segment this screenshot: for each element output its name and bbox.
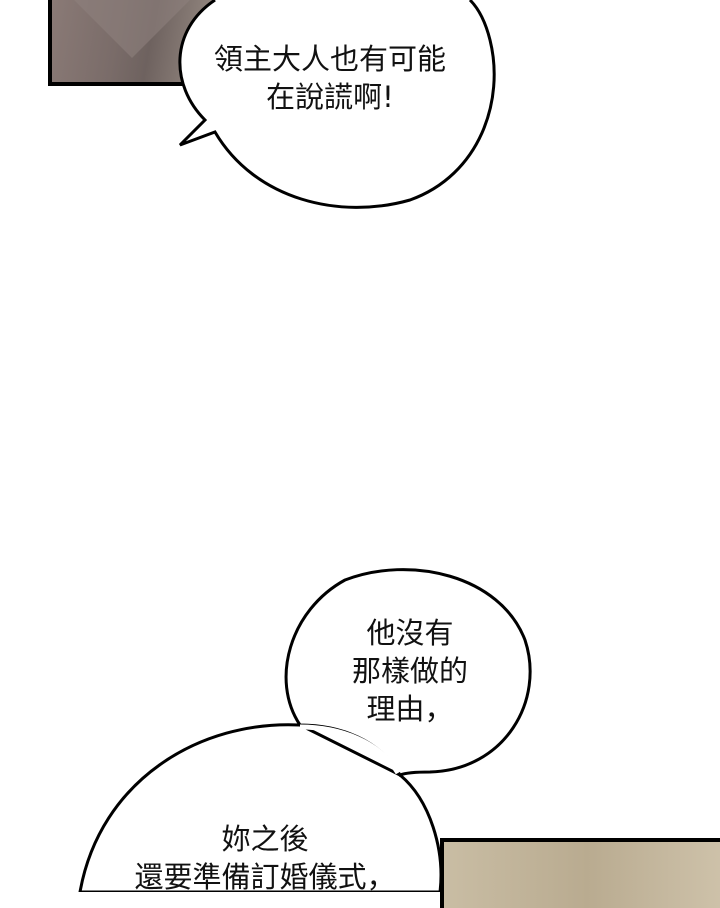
bubble-line: 那樣做的 [351, 654, 468, 688]
bubble-3-text: 妳之後 還要準備訂婚儀式， [110, 820, 420, 896]
bubble-line: 妳之後 [221, 822, 309, 856]
bubble-line: 領主大人也有可能 [213, 42, 446, 76]
bubble-2-text: 他沒有 那樣做的 理由， [330, 614, 490, 728]
speech-bubble-3 [78, 723, 443, 892]
speech-bubble-1 [178, 0, 496, 209]
bubble-line: 還要準備訂婚儀式， [134, 860, 396, 894]
bubble-1-text: 領主大人也有可能 在說謊啊! [190, 40, 470, 116]
bubble-line: 在說謊啊! [266, 80, 394, 114]
bubble-line: 他沒有 [366, 616, 454, 650]
bubble-line: 理由， [366, 692, 454, 726]
